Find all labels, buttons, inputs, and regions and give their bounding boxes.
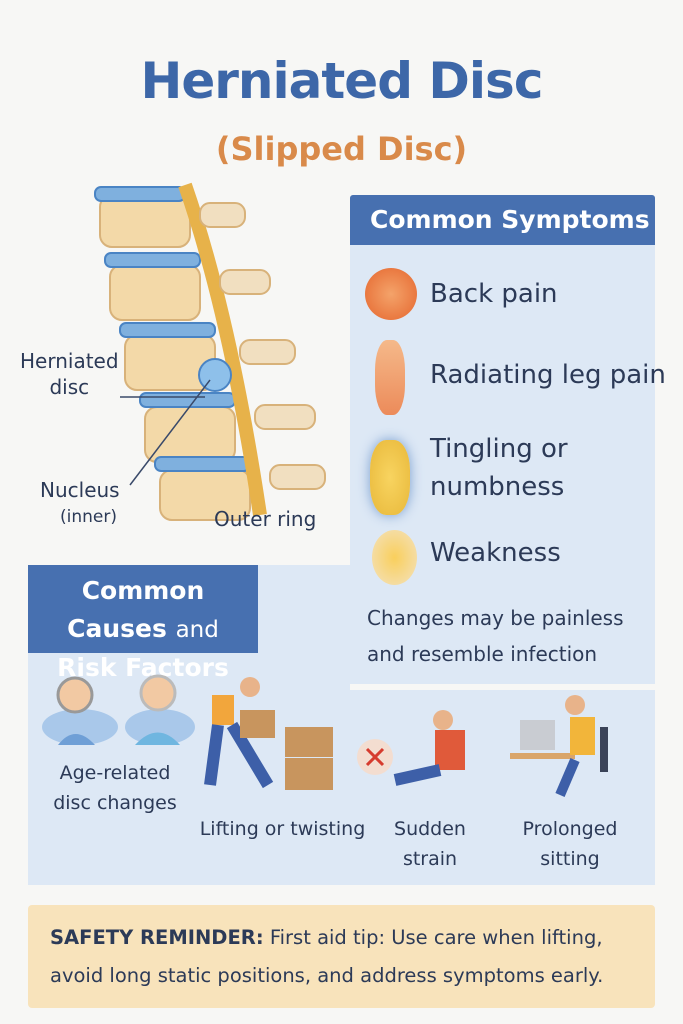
foot-tingling-icon: [370, 440, 410, 515]
safety-prefix: SAFETY REMINDER:: [50, 926, 264, 949]
heading-line2: Risk Factors: [57, 653, 229, 682]
cause-prolonged-sitting: Prolonged sitting: [522, 818, 618, 870]
symptom-line: Tingling or: [430, 434, 568, 464]
lifting-boxes-icon: [204, 677, 333, 790]
label-line: disc: [49, 375, 90, 399]
spine-illustration: [94, 182, 326, 521]
page-subtitle: (Slipped Disc): [215, 130, 468, 168]
caption-line: disc changes: [53, 792, 177, 814]
heading-small: and: [175, 617, 219, 643]
desk-sitting-icon: [510, 695, 608, 797]
back-pain-icon: [365, 268, 417, 320]
symptoms-panel-bottom: [350, 652, 655, 690]
vertebrae: [99, 194, 251, 521]
cause-age-related: Age-related disc changes: [45, 758, 185, 818]
causes-heading: Common Causes and Risk Factors: [28, 565, 258, 682]
symptom-tingling: Tingling or numbness: [430, 430, 568, 506]
cause-sudden-strain: Sudden strain: [380, 814, 480, 874]
symptoms-note: Changes may be painless and resemble inf…: [367, 600, 624, 672]
safety-reminder-box: SAFETY REMINDER: First aid tip: Use care…: [28, 905, 655, 1008]
safety-text: First aid tip: Use care when lifting, av…: [50, 926, 604, 987]
symptom-back-pain: Back pain: [430, 279, 558, 309]
nucleus-sub-label: (inner): [60, 507, 117, 527]
caption-line: strain: [402, 848, 458, 870]
outer-ring-label: Outer ring: [214, 507, 317, 531]
caption-line: Age-related: [59, 762, 171, 784]
herniation-bulge: [198, 358, 232, 392]
causes-illustrations: [42, 674, 608, 797]
sudden-strain-icon: [357, 710, 465, 786]
heading-bold: Common Causes: [67, 576, 205, 643]
note-line: and resemble infection: [367, 642, 598, 666]
symptoms-heading: Common Symptoms: [350, 195, 655, 245]
note-line: Changes may be painless: [367, 606, 624, 630]
elderly-people-icon: [42, 674, 195, 745]
herniated-disc-label: Herniated disc: [20, 348, 119, 400]
caption-line: Sudden: [394, 818, 466, 840]
nucleus-label: Nucleus: [40, 478, 120, 502]
symptom-weakness: Weakness: [430, 538, 561, 568]
hand-weakness-icon: [372, 530, 417, 585]
symptom-radiating-leg-pain: Radiating leg pain: [430, 360, 666, 390]
page-title: Herniated Disc: [140, 52, 544, 110]
spinal-cord: [178, 182, 267, 517]
nucleus-pointer: [129, 379, 211, 486]
label-line: Herniated: [20, 349, 119, 373]
symptom-line: numbness: [430, 472, 565, 502]
causes-panel: [28, 652, 655, 885]
spinous-processes: [199, 202, 326, 490]
leg-pain-icon: [375, 340, 405, 415]
cause-lifting: Lifting or twisting: [199, 818, 366, 840]
